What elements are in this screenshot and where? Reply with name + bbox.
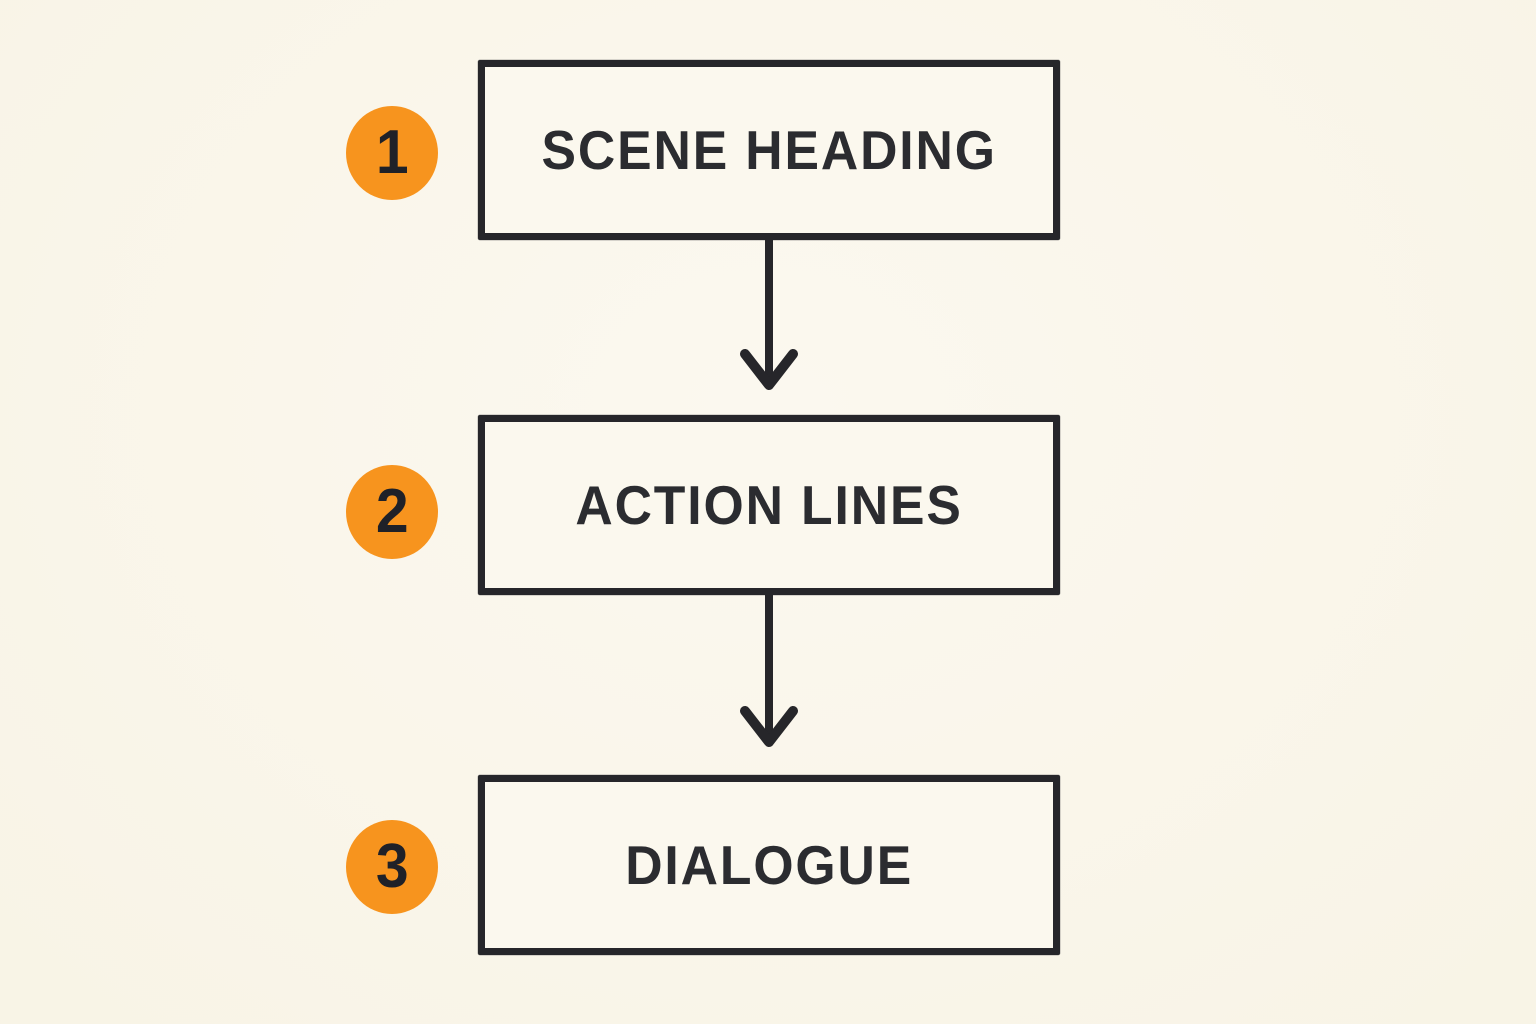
step-number-badge-2: 2 xyxy=(346,465,438,559)
down-arrow-icon xyxy=(740,595,798,747)
flow-node-label: SCENE HEADING xyxy=(541,119,997,181)
step-number-1: 1 xyxy=(375,118,409,187)
flow-node-scene-heading: SCENE HEADING xyxy=(478,60,1060,240)
down-arrow-icon xyxy=(740,238,798,390)
step-number-3: 3 xyxy=(375,832,409,901)
flow-node-dialogue: DIALOGUE xyxy=(478,775,1060,955)
step-number-badge-1: 1 xyxy=(346,106,438,200)
flow-node-label: ACTION LINES xyxy=(575,474,963,536)
flow-node-action-lines: ACTION LINES xyxy=(478,415,1060,595)
flow-node-label: DIALOGUE xyxy=(625,834,913,896)
step-number-badge-3: 3 xyxy=(346,820,438,914)
step-number-2: 2 xyxy=(375,477,409,546)
